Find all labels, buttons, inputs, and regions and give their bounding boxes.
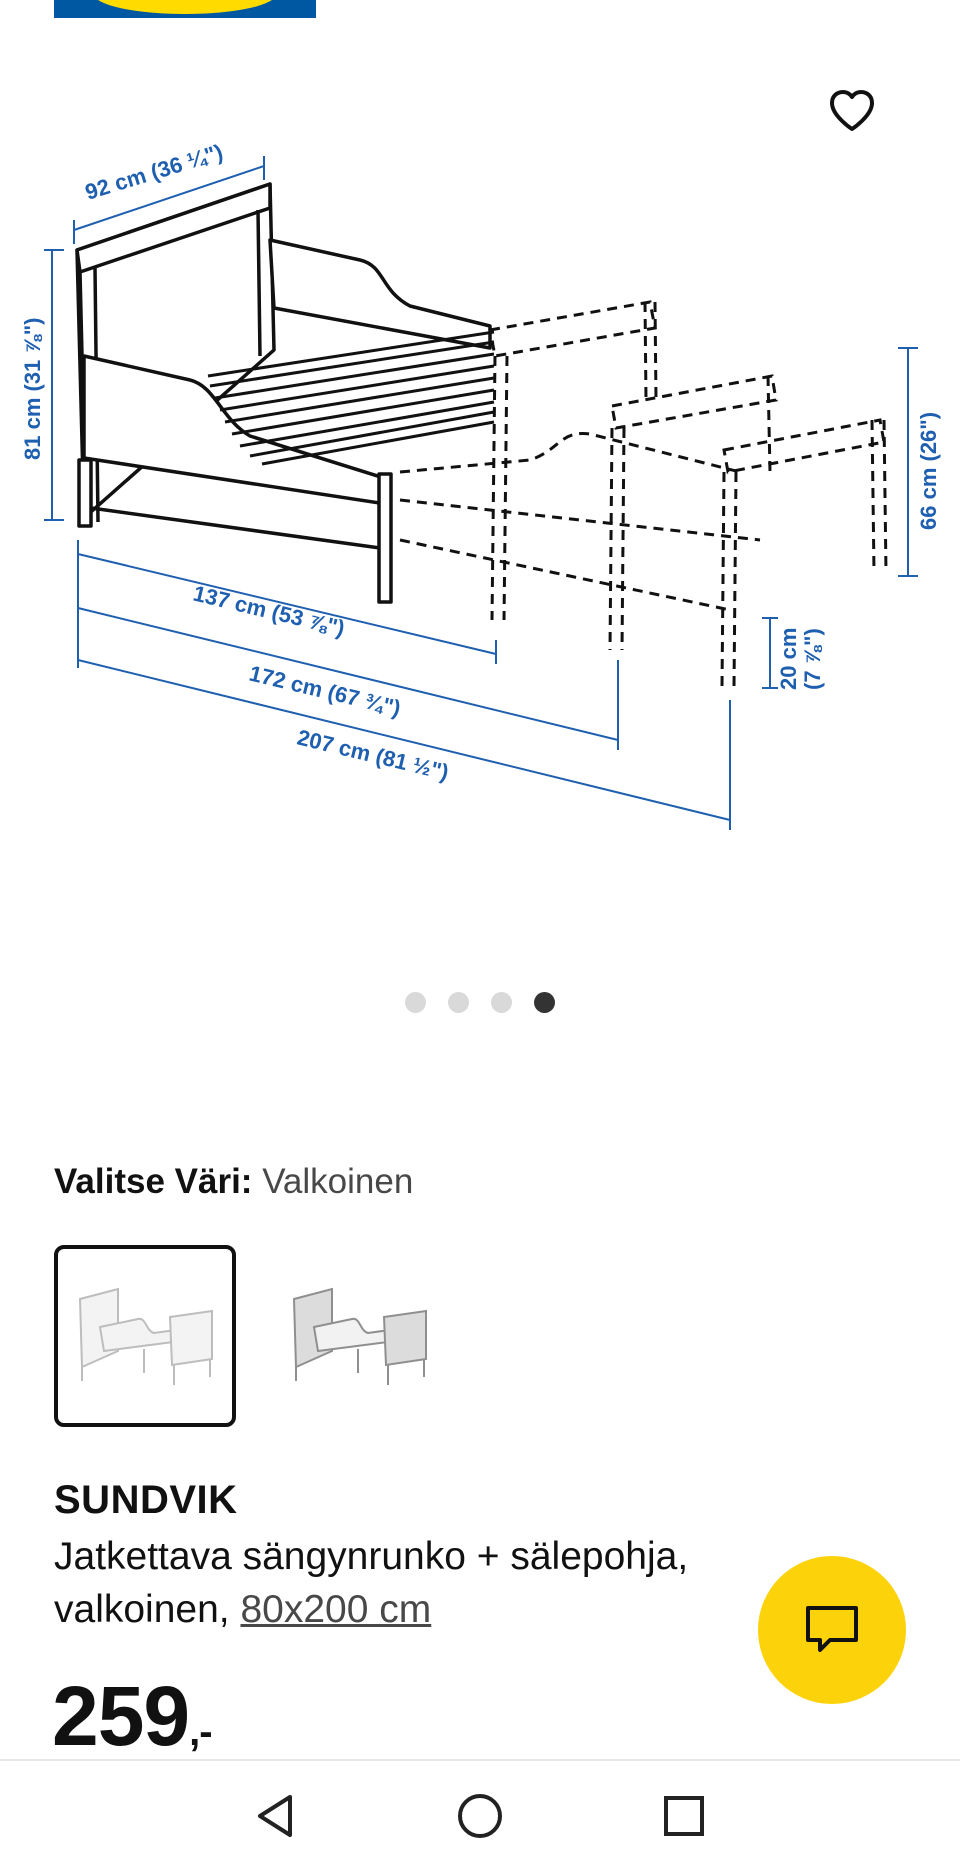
leg-height-in-label: (7 ⅞") (800, 628, 825, 690)
color-value: Valkoinen (262, 1162, 414, 1201)
nav-back-button[interactable] (246, 1786, 306, 1846)
android-navigation-bar (0, 1759, 960, 1868)
carousel-dot-active[interactable] (534, 992, 555, 1013)
logo-yellow-oval (94, 0, 276, 14)
price-suffix: ,- (189, 1710, 212, 1754)
product-price: 259,- (52, 1668, 213, 1765)
height-dimension-label: 81 cm (31 ⅞") (20, 317, 45, 460)
bed-thumbnail-white (78, 1287, 213, 1385)
product-description-text: Jatkettava sängynrunko + sälepohja, valk… (54, 1535, 689, 1631)
carousel-dot[interactable] (405, 992, 426, 1013)
nav-recents-button[interactable] (654, 1786, 714, 1846)
favorite-button[interactable] (820, 78, 884, 142)
carousel-dot[interactable] (448, 992, 469, 1013)
price-value: 259 (52, 1669, 190, 1763)
carousel-pagination[interactable] (0, 992, 960, 1013)
carousel-dot[interactable] (491, 992, 512, 1013)
circle-home-icon (458, 1794, 502, 1838)
leg-height-cm-label: 20 cm (776, 628, 801, 690)
length-207-label: 207 cm (81 ½") (295, 725, 451, 785)
length-137-label: 137 cm (53 ⅞") (191, 581, 347, 641)
bed-dimension-drawing: 92 cm (36 ¼") 81 cm (31 ⅞") 66 cm (26") … (20, 139, 941, 830)
heart-outline-icon (830, 90, 874, 131)
product-dimension-diagram[interactable]: 92 cm (36 ¼") 81 cm (31 ⅞") 66 cm (26") … (0, 120, 960, 840)
color-label: Valitse Väri: (54, 1162, 253, 1201)
chat-button[interactable] (758, 1556, 906, 1704)
product-description: Jatkettava sängynrunko + sälepohja, valk… (54, 1530, 794, 1636)
square-recents-icon (664, 1796, 704, 1836)
chat-bubble-icon (806, 1606, 858, 1652)
product-size-link[interactable]: 80x200 cm (240, 1588, 432, 1631)
length-172-label: 172 cm (67 ¾") (247, 661, 403, 721)
color-swatch-white[interactable] (54, 1245, 236, 1427)
triangle-back-icon (258, 1795, 292, 1837)
width-dimension-label: 92 cm (36 ¼") (82, 139, 226, 205)
nav-home-button[interactable] (450, 1786, 510, 1846)
color-swatch-grey[interactable] (268, 1245, 450, 1427)
ikea-logo[interactable] (54, 0, 316, 18)
color-selector-label: Valitse Väri: Valkoinen (54, 1162, 413, 1202)
bed-thumbnail-grey (292, 1287, 427, 1385)
product-name: SUNDVIK (54, 1478, 238, 1522)
side-height-dimension-label: 66 cm (26") (916, 412, 941, 530)
